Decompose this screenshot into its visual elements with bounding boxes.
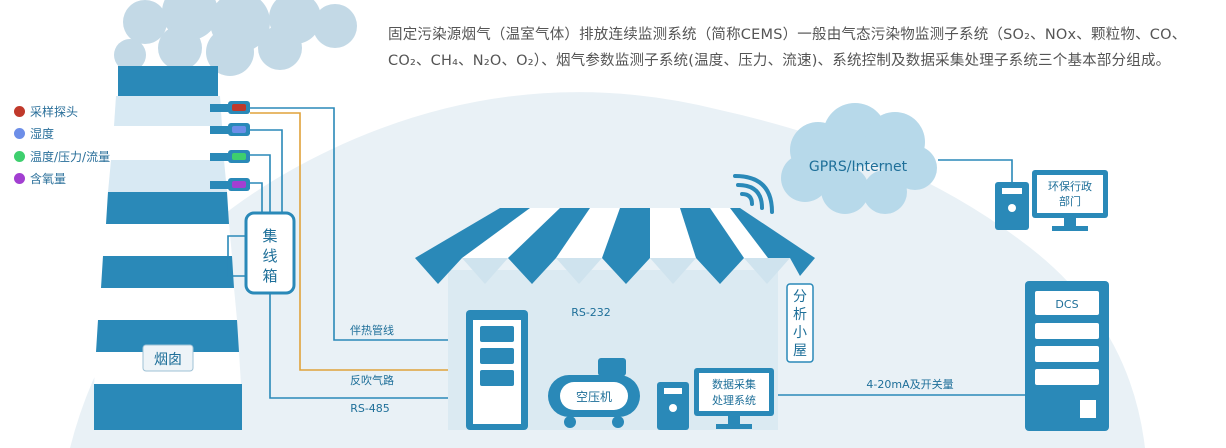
analysis-room-label-2: 析 xyxy=(793,307,807,323)
chimney-label: 烟囱 xyxy=(154,352,182,368)
legend-dot xyxy=(14,105,25,117)
signal-label: 4-20mA及开关量 xyxy=(866,377,953,391)
junction-box xyxy=(244,211,296,295)
heated-line-label: 伴热管线 xyxy=(350,323,394,337)
epa-label-2: 部门 xyxy=(1059,194,1081,208)
legend-item: 采样探头 xyxy=(14,100,110,123)
dcs-label: DCS xyxy=(1055,298,1078,311)
smoke xyxy=(114,0,357,76)
analyzer-cabinet xyxy=(466,310,528,430)
backblow-label: 反吹气路 xyxy=(350,373,394,387)
analysis-room-label-4: 屋 xyxy=(793,343,807,359)
awning xyxy=(415,208,815,284)
air-compressor xyxy=(548,358,640,428)
rs485-label: RS-485 xyxy=(350,402,390,415)
cloud-icon xyxy=(781,103,937,214)
rs232-label: RS-232 xyxy=(571,306,611,319)
junction-box-label-1: 集 xyxy=(262,227,277,245)
analysis-room-label-1: 分 xyxy=(793,289,807,305)
legend-item: 温度/压力/流量 xyxy=(14,145,110,168)
wifi-icon xyxy=(733,174,774,214)
chimney xyxy=(94,66,242,430)
legend-label: 采样探头 xyxy=(30,104,79,119)
legend-item: 湿度 xyxy=(14,123,110,146)
legend-dot xyxy=(14,128,25,140)
analysis-room-label-3: 小 xyxy=(793,325,807,341)
dcs-cabinet xyxy=(1025,281,1109,431)
legend-dot xyxy=(14,150,25,162)
legend-label: 含氧量 xyxy=(30,172,67,187)
legend-label: 湿度 xyxy=(30,127,55,142)
intro-paragraph: 固定污染源烟气（温室气体）排放连续监测系统（简称CEMS）一般由气态污染物监测子… xyxy=(388,27,1187,69)
daq-computer xyxy=(657,368,774,430)
epa-label-1: 环保行政 xyxy=(1048,179,1092,193)
legend-label: 温度/压力/流量 xyxy=(30,149,111,164)
daq-label-2: 处理系统 xyxy=(712,394,756,407)
cloud-label: GPRS/Internet xyxy=(809,159,908,175)
legend: 采样探头 湿度 温度/压力/流量 含氧量 xyxy=(14,100,110,190)
legend-dot xyxy=(14,173,25,185)
probes xyxy=(210,101,250,191)
junction-box-label-3: 箱 xyxy=(262,267,277,285)
legend-item: 含氧量 xyxy=(14,168,110,191)
daq-label-1: 数据采集 xyxy=(712,377,756,391)
epa-computer xyxy=(995,170,1108,231)
compressor-label: 空压机 xyxy=(576,390,612,404)
junction-box-label-2: 线 xyxy=(262,247,277,265)
